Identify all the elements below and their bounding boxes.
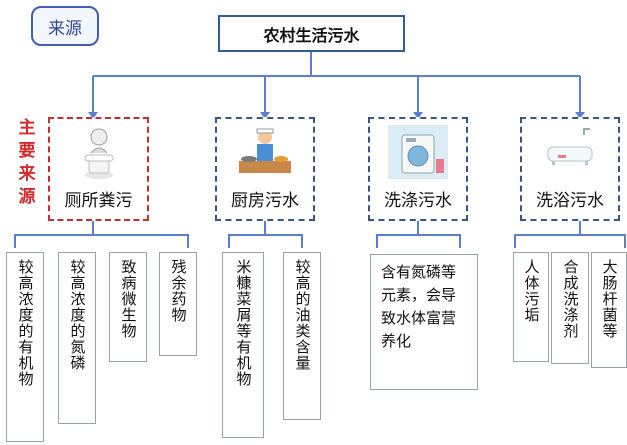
source-tag: 来源 [31, 6, 99, 46]
list-item-toilet-3: 致病微生物 [109, 252, 147, 362]
list-item-bath-2: 合成洗涤剂 [551, 252, 589, 364]
item-text: 致病微生物 [119, 259, 138, 339]
cooking-person-icon [235, 125, 295, 181]
main-source-label: 主要来源 [18, 118, 36, 207]
item-text: 合成洗涤剂 [561, 259, 580, 339]
list-item-bath-1: 人体污垢 [513, 252, 549, 362]
washing-machine-icon [388, 125, 448, 183]
item-text: 人体污垢 [522, 259, 541, 323]
category-label: 厨房污水 [217, 186, 313, 211]
bathtub-icon [544, 125, 596, 175]
item-text: 米糠菜屑等有机物 [234, 259, 253, 387]
category-label: 洗浴污水 [522, 186, 618, 211]
toilet-person-icon [75, 125, 123, 187]
item-text: 较高的油类含量 [293, 259, 312, 371]
item-text: 较高浓度的有机物 [16, 259, 35, 387]
list-item-toilet-2: 较高浓度的氮磷 [58, 252, 96, 424]
category-label: 厕所粪污 [50, 186, 147, 211]
category-bath: 洗浴污水 [520, 117, 620, 221]
root-node: 农村生活污水 [218, 15, 405, 52]
item-text: 残余药物 [169, 259, 188, 323]
item-text: 大肠杆菌等 [600, 259, 619, 339]
list-item-kitchen-2: 较高的油类含量 [283, 252, 321, 420]
category-toilet: 厕所粪污 [48, 117, 149, 221]
item-text: 较高浓度的氮磷 [68, 259, 87, 371]
list-item-laundry: 含有氮磷等元素，会导致水体富营养化 [370, 254, 478, 390]
category-label: 洗涤污水 [370, 186, 466, 211]
item-text: 含有氮磷等元素，会导致水体富营养化 [381, 263, 457, 350]
category-laundry: 洗涤污水 [368, 117, 468, 221]
list-item-toilet-4: 残余药物 [159, 252, 197, 356]
list-item-kitchen-1: 米糠菜屑等有机物 [222, 252, 264, 438]
category-kitchen: 厨房污水 [215, 117, 315, 221]
list-item-bath-3: 大肠杆菌等 [591, 252, 627, 368]
list-item-toilet-1: 较高浓度的有机物 [6, 252, 44, 442]
